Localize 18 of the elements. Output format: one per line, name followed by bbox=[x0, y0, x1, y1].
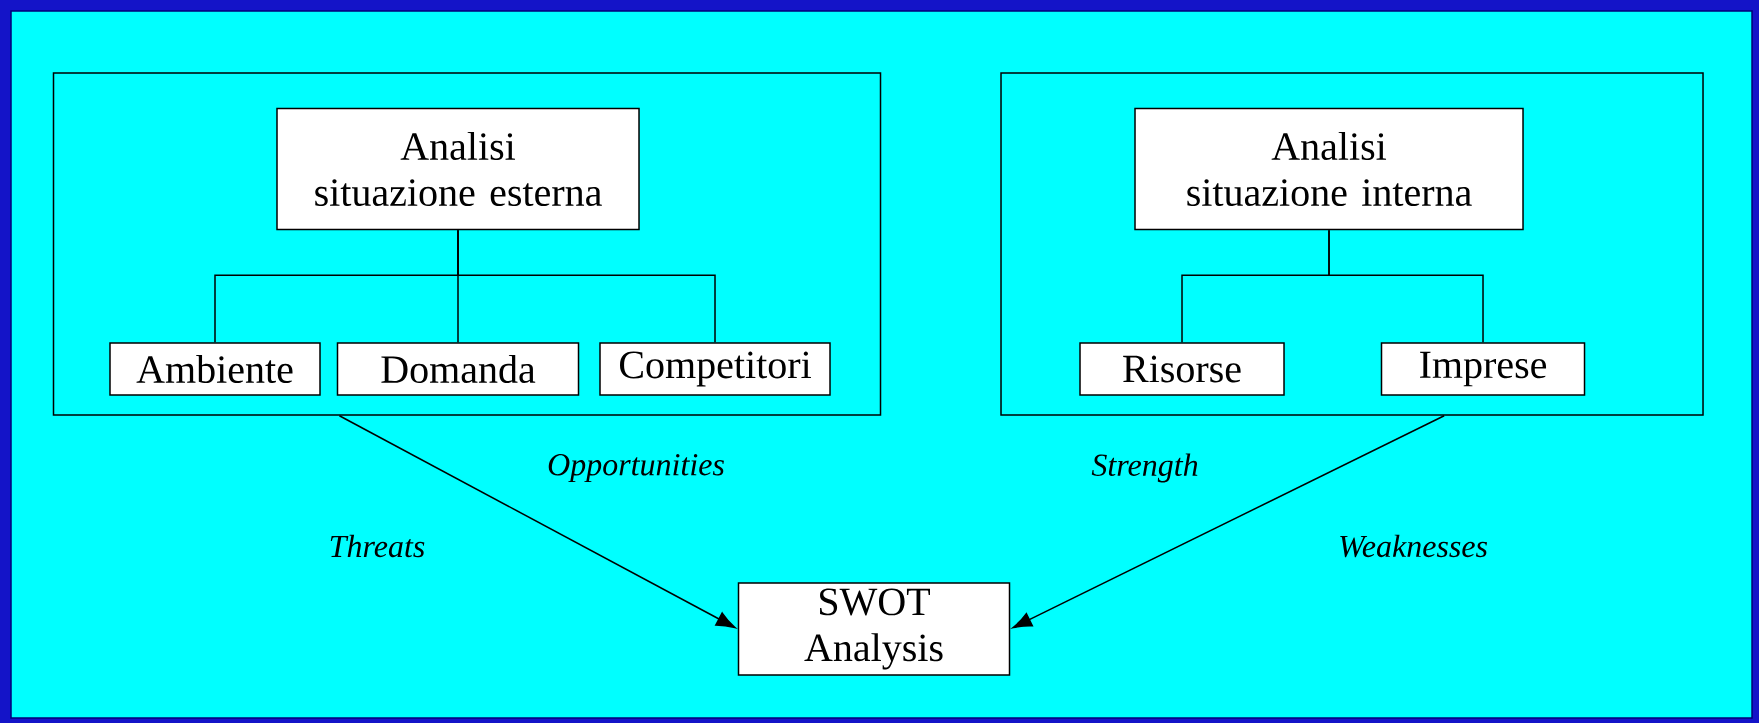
text-box: Domanda bbox=[336, 342, 580, 396]
text-box: Competitori bbox=[599, 342, 831, 396]
connector-line bbox=[457, 229, 716, 343]
text-box: Ambiente bbox=[109, 342, 321, 396]
group-frame bbox=[1000, 72, 1704, 416]
text-box: SWOT Analysis bbox=[737, 582, 1011, 676]
arrow-label: Opportunities bbox=[548, 454, 724, 482]
arrow-label: Strength bbox=[1091, 453, 1198, 483]
text-box: Risorse bbox=[1079, 342, 1285, 396]
text-box: Analisi situazione interna bbox=[1134, 107, 1524, 231]
arrow-label: Weaknesses bbox=[1340, 534, 1487, 558]
group-frame bbox=[52, 72, 882, 416]
arrow bbox=[338, 415, 736, 629]
arrow bbox=[1012, 415, 1445, 629]
text-box: Imprese bbox=[1380, 342, 1586, 396]
text-box: Analisi situazione esterna bbox=[276, 107, 640, 231]
arrow-label: Threats bbox=[330, 534, 425, 558]
connector-line bbox=[1328, 229, 1484, 343]
